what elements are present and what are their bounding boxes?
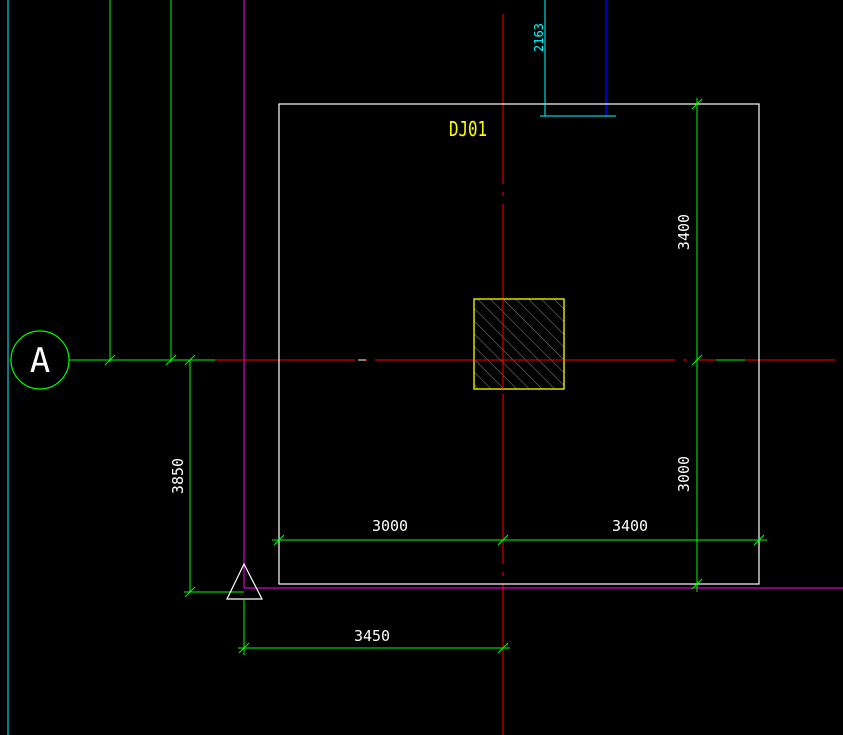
origin-triangle-icon[interactable] [226,562,263,600]
dimension-tick [184,586,196,598]
leader-value: 2163 [532,23,546,52]
dimension-tick [273,534,285,546]
dimension-left-half: 3000 [372,517,408,535]
dimension-horizontal-offset: 3450 [354,627,390,645]
dimension-tick [691,98,703,110]
dimension-tick [691,354,703,366]
dimension-tick [691,578,703,590]
foundation-outline[interactable] [278,103,760,585]
dimension-bottom-half: 3000 [675,456,693,492]
column-hatched[interactable] [473,298,565,390]
dimension-tick [753,534,765,546]
dimension-tick [165,354,177,366]
axis-bubble-label: A [30,341,50,381]
dimension-right-half: 3400 [612,517,648,535]
dimension-tick [497,642,509,654]
dimension-top-half: 3400 [675,214,693,250]
dimension-tick [497,534,509,546]
dimension-tick [104,354,116,366]
dimension-vertical-offset: 3850 [169,458,187,494]
foundation-label: DJ01 [449,117,487,141]
dimension-tick [238,642,250,654]
